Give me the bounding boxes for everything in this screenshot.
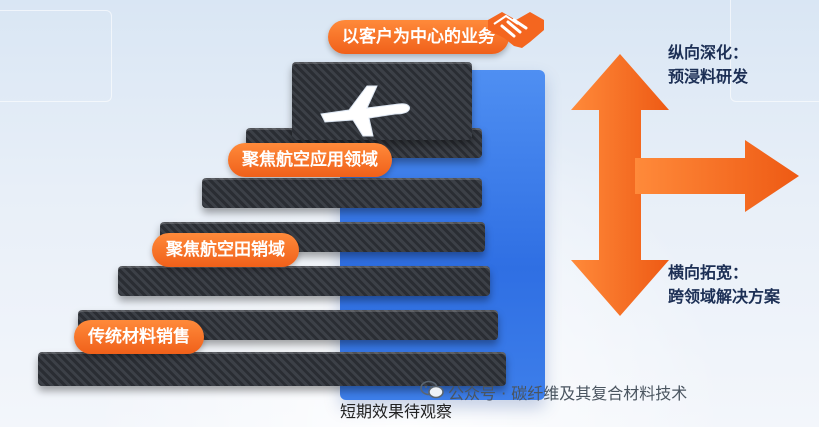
pill-aviation-sales: 聚焦航空田销域 xyxy=(152,233,299,267)
airplane-icon xyxy=(320,85,410,137)
vertical-title: 纵向深化： xyxy=(668,43,749,62)
stair-step-7 xyxy=(292,62,472,140)
background-tile xyxy=(730,0,819,102)
stair-step-4 xyxy=(160,222,485,252)
stair-step-5 xyxy=(202,178,482,208)
pill-traditional-sales: 传统材料销售 xyxy=(74,320,204,354)
pill-customer-business: 以客户为中心的业务 xyxy=(328,20,509,54)
horizontal-subtitle: 跨领域解决方案 xyxy=(668,287,781,306)
bottom-caption: 短期效果待观察 xyxy=(340,402,453,421)
stair-step-3 xyxy=(118,266,490,296)
horizontal-title: 横向拓宽： xyxy=(668,263,749,282)
watermark-text: 公众号 · 碳纤维及其复合材料技术 xyxy=(448,384,688,403)
pill-aviation-application: 聚焦航空应用领域 xyxy=(228,143,392,177)
wechat-icon xyxy=(420,380,444,399)
handshake-icon xyxy=(488,12,544,48)
stair-step-1 xyxy=(38,352,506,386)
vertical-subtitle: 预浸料研发 xyxy=(668,67,749,86)
up-down-arrow-icon xyxy=(571,54,669,316)
right-arrow-icon xyxy=(635,140,799,212)
background-tile xyxy=(0,10,112,102)
